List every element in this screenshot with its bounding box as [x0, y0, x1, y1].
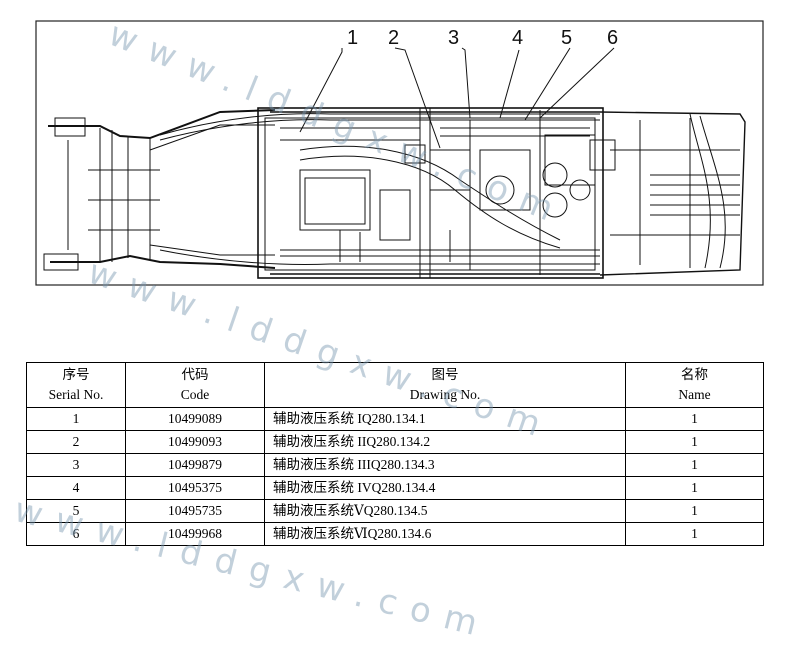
- table-row: 3 10499879 辅助液压系统 IIIQ280.134.3 1: [26, 453, 764, 477]
- cell-serial: 1: [26, 407, 126, 431]
- header-name: 名称 Name: [625, 362, 764, 408]
- cell-serial: 2: [26, 430, 126, 454]
- cell-qty: 1: [625, 407, 764, 431]
- callout-5: 5: [561, 27, 572, 49]
- cell-drawing: 辅助液压系统 IIQ280.134.2: [264, 430, 626, 454]
- cell-code: 10499093: [125, 430, 265, 454]
- table-row: 1 10499089 辅助液压系统 IQ280.134.1 1: [26, 407, 764, 431]
- cell-code: 10495375: [125, 476, 265, 500]
- table-header-row: 序号 Serial No. 代码 Code 图号 Drawing No. 名称 …: [26, 362, 764, 408]
- cell-serial: 5: [26, 499, 126, 523]
- callout-6: 6: [607, 27, 618, 49]
- table-row: 2 10499093 辅助液压系统 IIQ280.134.2 1: [26, 430, 764, 454]
- header-drawing: 图号 Drawing No.: [264, 362, 626, 408]
- cell-qty: 1: [625, 522, 764, 546]
- table-row: 4 10495375 辅助液压系统 IVQ280.134.4 1: [26, 476, 764, 500]
- cell-drawing: 辅助液压系统 IIIQ280.134.3: [264, 453, 626, 477]
- table-row: 6 10499968 辅助液压系统ⅥQ280.134.6 1: [26, 522, 764, 546]
- callout-labels: 1 2 3 4 5 6: [347, 27, 618, 49]
- cell-code: 10499968: [125, 522, 265, 546]
- parts-table: 序号 Serial No. 代码 Code 图号 Drawing No. 名称 …: [26, 362, 764, 546]
- header-code: 代码 Code: [125, 362, 265, 408]
- cell-serial: 3: [26, 453, 126, 477]
- cell-code: 10499879: [125, 453, 265, 477]
- callout-1: 1: [347, 27, 358, 49]
- cell-qty: 1: [625, 499, 764, 523]
- callout-3: 3: [448, 27, 459, 49]
- chassis-hydraulic-drawing: 1 2 3 4 5 6: [35, 20, 764, 286]
- callout-2: 2: [388, 27, 399, 49]
- callout-4: 4: [512, 27, 523, 49]
- cell-serial: 4: [26, 476, 126, 500]
- drawing-frame: [35, 20, 764, 286]
- table-row: 5 10495735 辅助液压系统ⅤQ280.134.5 1: [26, 499, 764, 523]
- cell-drawing: 辅助液压系统ⅥQ280.134.6: [264, 522, 626, 546]
- cell-serial: 6: [26, 522, 126, 546]
- cell-code: 10495735: [125, 499, 265, 523]
- header-serial: 序号 Serial No.: [26, 362, 126, 408]
- cell-drawing: 辅助液压系统 IQ280.134.1: [264, 407, 626, 431]
- cell-qty: 1: [625, 476, 764, 500]
- cell-drawing: 辅助液压系统 IVQ280.134.4: [264, 476, 626, 500]
- cell-qty: 1: [625, 430, 764, 454]
- cell-qty: 1: [625, 453, 764, 477]
- cell-drawing: 辅助液压系统ⅤQ280.134.5: [264, 499, 626, 523]
- cell-code: 10499089: [125, 407, 265, 431]
